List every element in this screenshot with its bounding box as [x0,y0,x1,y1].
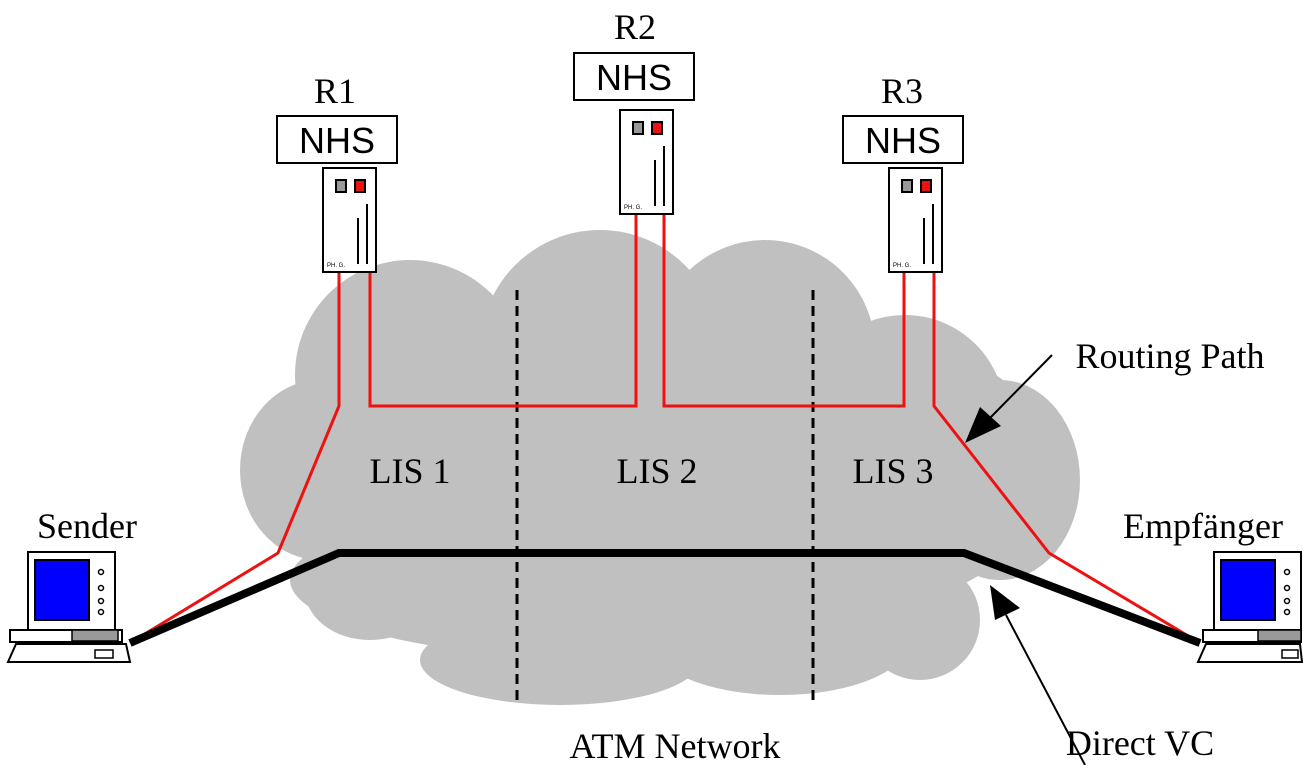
direct-vc-arrow [990,585,1086,765]
router-r1: R1 NHS PH. G. [276,71,398,273]
router-r2: R2 NHS PH. G. [573,7,695,215]
svg-text:PH. G.: PH. G. [624,205,642,211]
lis-3-label: LIS 3 [853,451,934,491]
sender-label: Sender [37,506,137,546]
nhs-label: NHS [865,120,941,161]
routing-path-r3-receiver [932,270,1201,645]
svg-text:PH. G.: PH. G. [893,263,911,269]
direct-vc-line [128,549,1202,647]
server-tower-icon: PH. G. [888,167,943,273]
nhs-box [842,115,964,164]
lis-separators [515,290,815,702]
router-name: R1 [314,71,356,111]
router-r3: R3 NHS PH. G. [842,71,964,273]
nhs-label: NHS [299,120,375,161]
sender-computer-icon [6,551,132,663]
atm-cloud [240,230,1080,705]
nhs-label: NHS [596,57,672,98]
routing-path-r2-r3 [662,213,906,408]
svg-text:PH. G.: PH. G. [327,263,345,269]
receiver-computer-icon [1196,551,1303,663]
server-tower-icon: PH. G. [619,109,674,215]
atm-network-label: ATM Network [570,726,781,765]
routing-path-label: Routing Path [1075,336,1264,376]
router-name: R2 [614,7,656,47]
routing-path-sender-r1 [129,270,341,645]
receiver-label: Empfänger [1123,506,1283,546]
lis-1-label: LIS 1 [370,451,451,491]
nhs-box [573,52,695,101]
nhs-box [276,115,398,164]
server-tower-icon: PH. G. [322,167,377,273]
routing-path-arrow [965,354,1053,443]
router-name: R3 [881,71,923,111]
routing-path [129,213,1201,645]
routing-path-r1-r2 [368,213,638,408]
lis-2-label: LIS 2 [617,451,698,491]
direct-vc-label: Direct VC [1066,723,1214,763]
